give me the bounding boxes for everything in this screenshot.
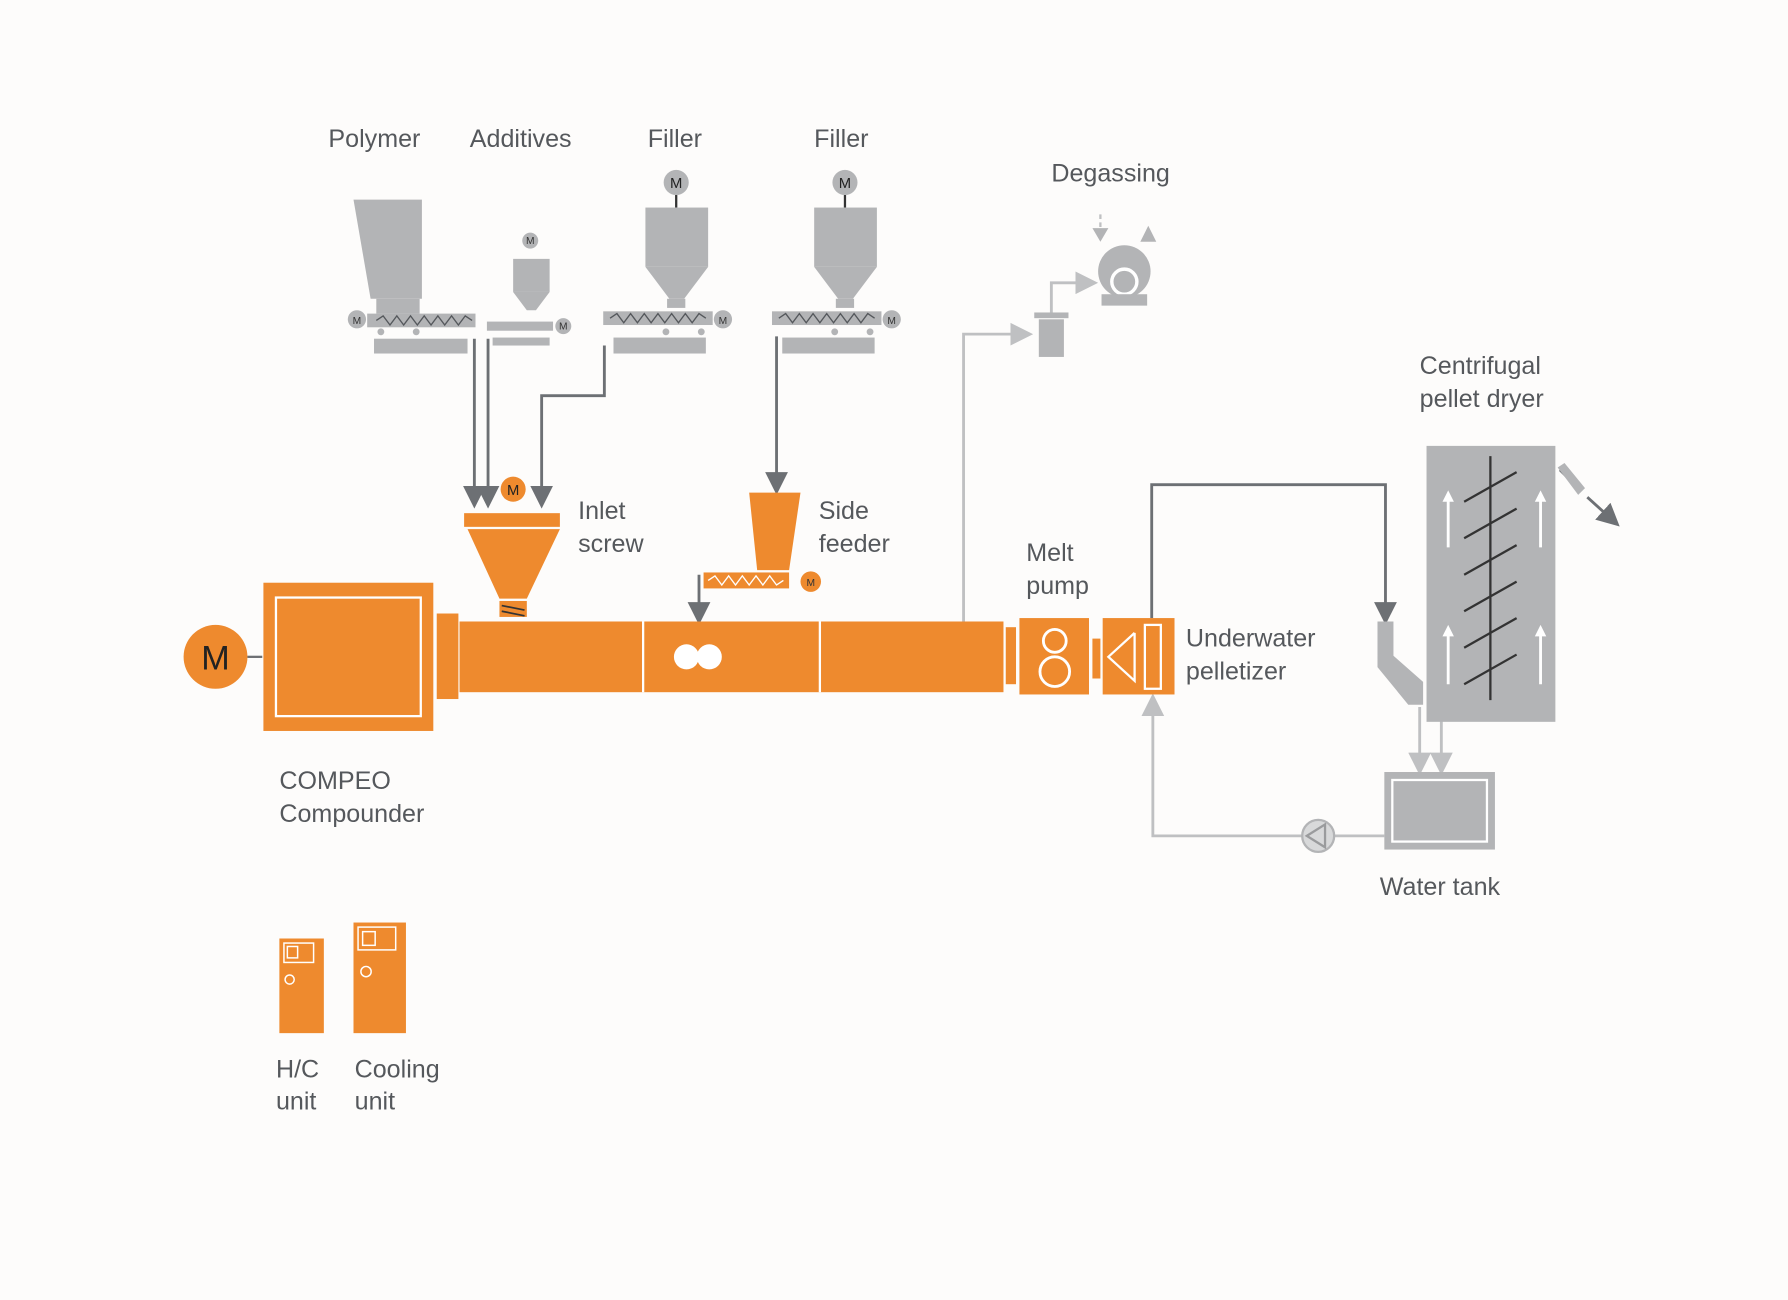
- motor-icon: [555, 318, 572, 335]
- label-inlet-2: screw: [578, 530, 644, 558]
- filler-feeder-1: M M: [603, 169, 733, 354]
- filler-feeder-2: M M: [771, 169, 901, 354]
- svg-text:M: M: [719, 316, 728, 327]
- svg-text:M: M: [887, 316, 896, 327]
- centrifugal-pellet-dryer: [1377, 445, 1586, 722]
- label-side-1: Side: [819, 497, 869, 525]
- label-filler-1: Filler: [648, 125, 702, 153]
- label-compeo-2: Compounder: [279, 800, 424, 828]
- label-dryer-1: Centrifugal: [1420, 352, 1541, 380]
- label-hc-1: H/C: [276, 1056, 319, 1084]
- feed-lines: [462, 336, 1397, 625]
- svg-text:M: M: [559, 322, 568, 333]
- compounder: M: [183, 582, 1004, 731]
- svg-text:M: M: [201, 639, 229, 677]
- motor-icon: [347, 310, 367, 329]
- motor-icon: [832, 169, 858, 196]
- melt-pump: [1005, 618, 1089, 695]
- labels: Polymer Additives Filler Filler Degassin…: [276, 125, 1544, 1115]
- motor-icon: [800, 571, 822, 592]
- label-uw-1: Underwater: [1186, 625, 1316, 653]
- inlet-screw: M: [464, 476, 560, 617]
- label-side-2: feeder: [819, 530, 890, 558]
- twin-screw-icon: [673, 644, 700, 670]
- label-polymer: Polymer: [328, 125, 420, 153]
- label-melt-1: Melt: [1026, 539, 1073, 567]
- motor-icon: [663, 169, 689, 196]
- svg-text:M: M: [507, 483, 519, 499]
- svg-text:M: M: [670, 176, 682, 192]
- label-compeo-1: COMPEO: [279, 767, 390, 795]
- label-cool-2: unit: [355, 1088, 395, 1116]
- light-lines: [962, 271, 1612, 838]
- side-feeder: M: [703, 492, 822, 592]
- label-degassing: Degassing: [1051, 159, 1170, 187]
- svg-text:M: M: [353, 316, 362, 327]
- label-melt-2: pump: [1026, 572, 1089, 600]
- motor-icon: [713, 310, 733, 329]
- gearbox: [263, 582, 434, 731]
- barrel: [459, 621, 1004, 693]
- motor-icon: [882, 310, 901, 329]
- additives-feeder: M M: [486, 232, 572, 346]
- svg-text:M: M: [806, 578, 815, 589]
- underwater-pelletizer: [1092, 618, 1175, 695]
- water-pump-icon: [1301, 818, 1336, 853]
- polymer-feeder: M: [347, 199, 476, 354]
- main-motor-icon: [183, 624, 248, 689]
- label-uw-2: pelletizer: [1186, 658, 1286, 686]
- label-inlet-1: Inlet: [578, 497, 625, 525]
- svg-text:M: M: [526, 236, 535, 247]
- label-hc-2: unit: [276, 1088, 316, 1116]
- label-water-tank: Water tank: [1380, 873, 1501, 901]
- label-filler-2: Filler: [814, 125, 868, 153]
- label-dryer-2: pellet dryer: [1420, 385, 1544, 413]
- water-tank: [1384, 772, 1495, 850]
- motor-icon: [522, 232, 539, 249]
- label-additives: Additives: [470, 125, 572, 153]
- label-cool-1: Cooling: [355, 1056, 440, 1084]
- motor-icon: [500, 476, 526, 502]
- hc-unit: [279, 938, 324, 1034]
- svg-text:M: M: [839, 176, 851, 192]
- degassing-unit: [1034, 214, 1157, 357]
- cooling-unit: [353, 922, 406, 1034]
